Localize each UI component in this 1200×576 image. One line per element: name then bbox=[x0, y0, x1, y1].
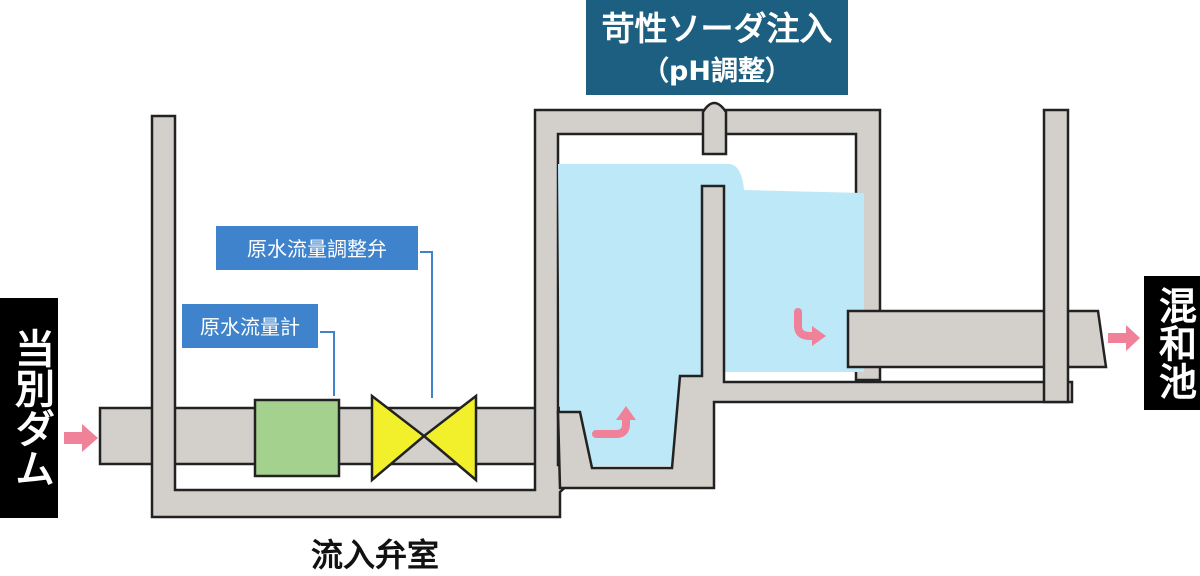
arrow-down-turn-head bbox=[812, 326, 826, 346]
flow-meter-label: 原水流量計 bbox=[200, 315, 300, 339]
caustic-title: 苛性ソーダ注入 bbox=[602, 9, 833, 48]
outlet-pipe bbox=[846, 108, 1108, 404]
inlet-label: 当別ダム bbox=[8, 328, 55, 488]
arrow-up-turn-icon bbox=[592, 414, 630, 438]
water-tank-1 bbox=[558, 164, 864, 466]
outlet-label: 混和池 bbox=[1153, 286, 1197, 400]
flow-valve-label: 原水流量調整弁 bbox=[247, 237, 387, 261]
arrow-right-icon bbox=[64, 424, 98, 452]
outlet-label-box: 混和池 bbox=[1144, 276, 1200, 410]
flow-valve-callout: 原水流量調整弁 bbox=[216, 226, 418, 270]
flow-meter-callout: 原水流量計 bbox=[182, 304, 318, 348]
caustic-header: 苛性ソーダ注入 （pH調整） bbox=[586, 0, 848, 95]
inlet-label-box: 当別ダム bbox=[0, 298, 58, 518]
arrow-up-turn-head bbox=[616, 406, 636, 420]
tank-structure bbox=[556, 101, 1074, 490]
flow-valve bbox=[370, 393, 478, 483]
flow-meter bbox=[253, 398, 341, 478]
caustic-subtitle: （pH調整） bbox=[642, 55, 792, 87]
arrow-right-icon bbox=[1108, 325, 1140, 351]
arrow-down-turn-icon bbox=[794, 308, 820, 340]
callout-lines bbox=[320, 251, 433, 398]
chamber-label: 流入弁室 bbox=[311, 536, 439, 574]
